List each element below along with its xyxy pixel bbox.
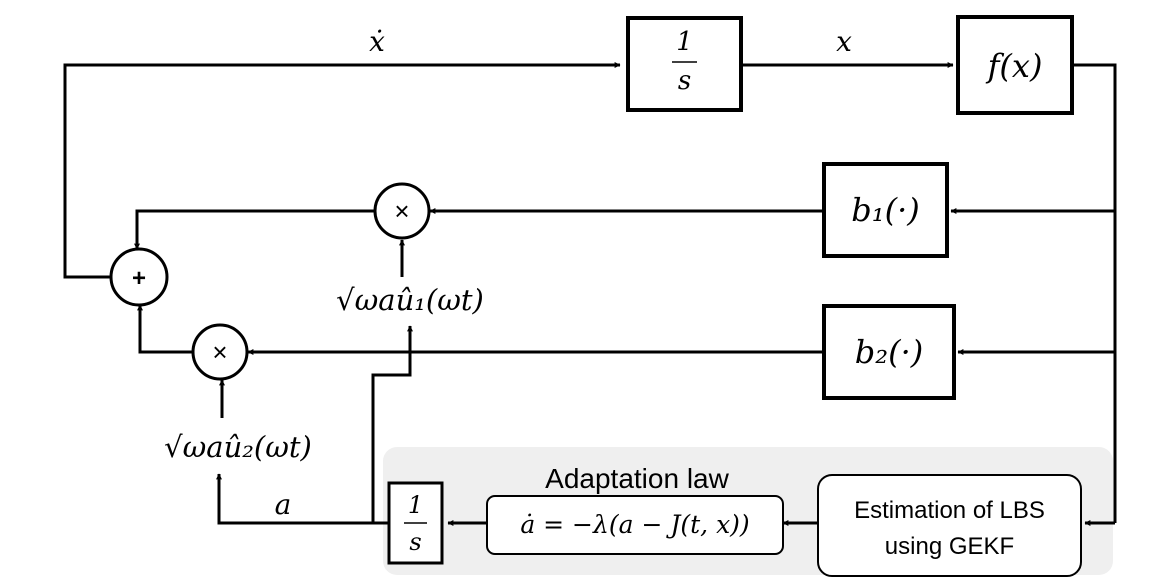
integrator-block-bottom: 1 s [387, 481, 444, 565]
adaptation-law-block: ȧ = −λ(a − J(t, x)) [486, 495, 784, 555]
x-dot-label: ẋ [369, 25, 385, 58]
sum-junction: + [109, 247, 169, 307]
integrator-bottom-numerator: 1 [408, 491, 423, 519]
estimator-label-line-2: using GEKF [885, 533, 1014, 560]
integrator-top-numerator: 1 [676, 27, 693, 57]
estimator-block: Estimation of LBS using GEKF [817, 474, 1082, 577]
b2-block-label: b₂(·) [855, 333, 923, 371]
adaptation-law-equation: ȧ = −λ(a − J(t, x)) [520, 510, 749, 539]
wires [63, 62, 1117, 526]
multiplier-2: × [191, 323, 249, 381]
integrator-top-denominator: s [678, 66, 691, 96]
multiplier-1: × [373, 182, 431, 240]
adaptation-law-title: Adaptation law [545, 463, 729, 494]
x-label: x [836, 25, 852, 58]
integrator-bottom-denominator: s [409, 528, 421, 556]
dither-2-label: √ωaû₂(ωt) [164, 430, 312, 464]
multiplier-2-sign: × [212, 337, 227, 367]
a-label: a [275, 488, 292, 521]
multiplier-1-sign: × [394, 196, 409, 226]
b1-block: b₁(·) [822, 162, 949, 258]
f-block-label: f(x) [986, 47, 1043, 85]
sum-sign: + [132, 265, 146, 292]
dither-1-label: √ωaû₁(ωt) [336, 283, 484, 317]
b2-block: b₂(·) [822, 304, 956, 400]
estimator-label-line-1: Estimation of LBS [854, 497, 1045, 524]
integrator-block-top: 1 s [626, 16, 743, 112]
b1-block-label: b₁(·) [851, 191, 919, 229]
f-block: f(x) [956, 15, 1074, 115]
